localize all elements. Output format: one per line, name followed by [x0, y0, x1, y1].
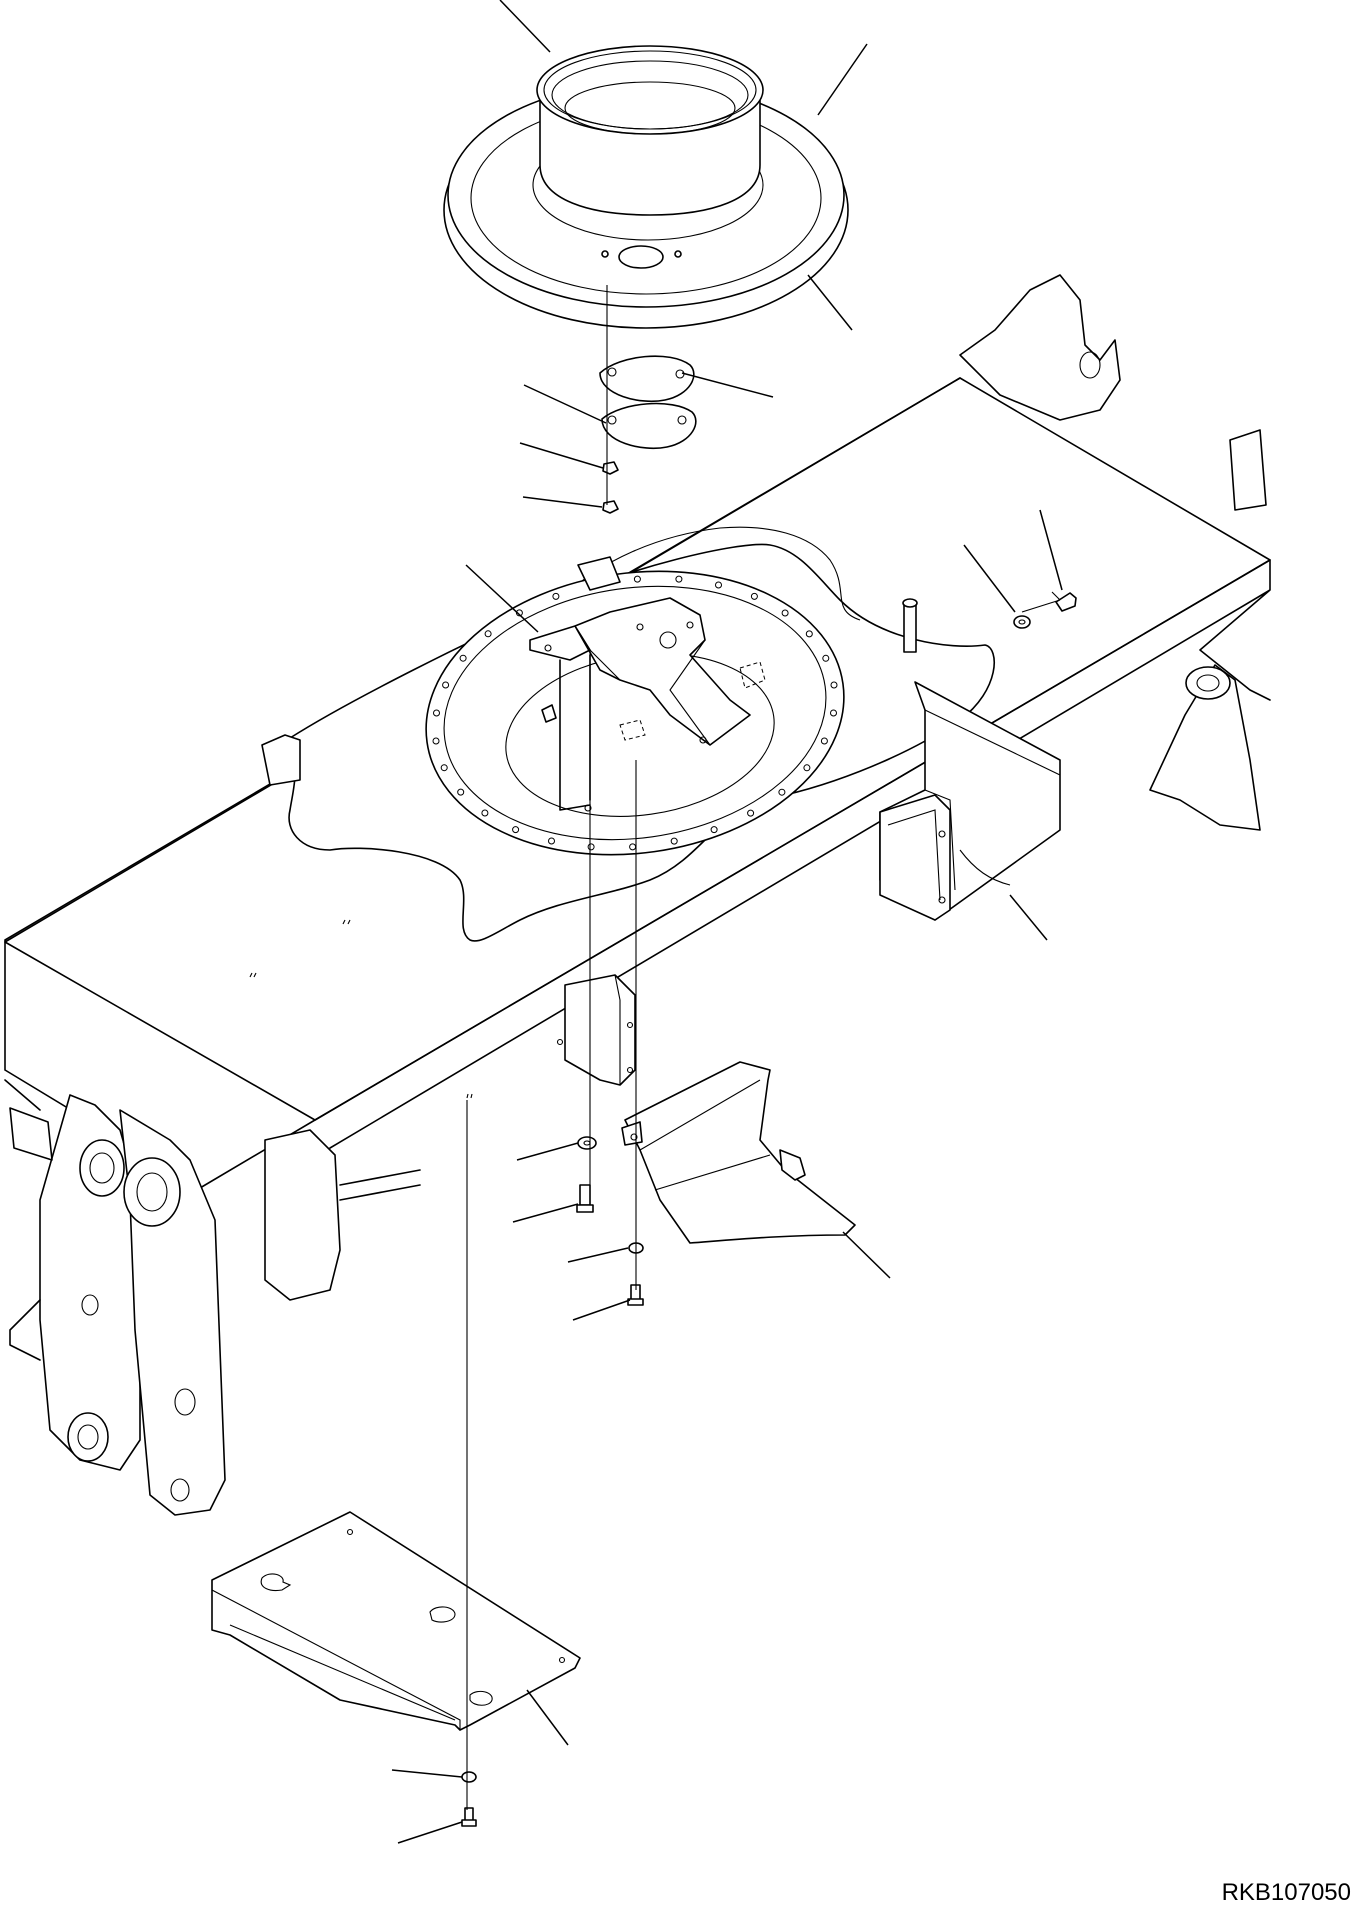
upper-left-bracket [262, 735, 300, 785]
bolt-mid-left [577, 1185, 593, 1212]
collar-seal-ring-2 [552, 61, 748, 129]
washer-mid-left [578, 1137, 596, 1149]
assembly-axis-lines [467, 285, 1060, 1810]
bolt-hole [433, 738, 439, 744]
center-plate-top-lobe [560, 527, 860, 620]
bolt-hole [458, 789, 464, 795]
right-rear-boss [1186, 667, 1230, 699]
gasket-plate-upper [600, 356, 694, 401]
deck-tick-marks [250, 920, 472, 1098]
mid-post-bracket [578, 557, 620, 590]
bolt-hole [804, 765, 810, 771]
cover-hole-right [675, 251, 681, 257]
sprocket-mount-hole [1080, 352, 1100, 378]
swivel-cover-assembly [444, 46, 848, 328]
washer-bottom [462, 1772, 476, 1782]
side-cover-flap [880, 795, 950, 920]
bolt-hole [716, 582, 722, 588]
bolt-hole [549, 838, 555, 844]
bolt-hole [821, 738, 827, 744]
side-cover-box [880, 682, 1060, 920]
bolt-hole [671, 838, 677, 844]
swing-circle-bolt-holes [433, 576, 837, 850]
bolt-hole [634, 576, 640, 582]
yoke-hole-2 [175, 1389, 195, 1415]
right-rear-boss-hole [1197, 675, 1219, 691]
collar-seal-outer [537, 46, 763, 134]
front-side-window [10, 1108, 52, 1160]
cover-hole-left [602, 251, 608, 257]
bolt-hole [831, 710, 837, 716]
bolt-hole [748, 810, 754, 816]
bolt-hole [711, 827, 717, 833]
bolt-hole [588, 844, 594, 850]
gasket-plate-lower [602, 404, 696, 449]
center-support-bracket [530, 598, 765, 811]
frame-right-beam [315, 560, 1270, 1148]
keyhole-slot-left [261, 1574, 290, 1591]
track-frame [5, 275, 1270, 1515]
under-cover-plate [212, 1512, 580, 1730]
swept-guard [622, 1062, 855, 1243]
yoke-lower-eye-hole [78, 1425, 98, 1449]
bolt-hole [482, 810, 488, 816]
yoke-hole-1 [82, 1295, 98, 1315]
bolt-hole [553, 593, 559, 599]
yoke-boss-left [80, 1140, 124, 1196]
yoke-boss-right-hole [137, 1173, 167, 1211]
yoke-lower-eye [68, 1413, 108, 1461]
bolt-hole [779, 789, 785, 795]
stud-post-top [903, 599, 917, 607]
drawing-code-label: RKB107050 [1221, 1879, 1351, 1906]
bolt-hole [630, 844, 636, 850]
support-bracket-body [530, 598, 750, 745]
bolt-hole [751, 593, 757, 599]
bolt-right-top [1052, 592, 1076, 611]
rear-cylinder-stub [1230, 430, 1266, 510]
bolt-mid-right [628, 1285, 643, 1305]
bolt-hole [460, 655, 466, 661]
bolt-hole [823, 655, 829, 661]
bolt-bottom [462, 1808, 476, 1826]
nut-upper [603, 462, 618, 474]
track-adjuster-bracket [265, 1130, 340, 1300]
bolt-hole [434, 710, 440, 716]
support-bracket-center-hole [660, 632, 676, 648]
yoke-hole-3 [171, 1479, 189, 1501]
nut-lower [603, 501, 618, 513]
bolt-hole [806, 631, 812, 637]
bolt-hole [513, 827, 519, 833]
bolt-hole [485, 631, 491, 637]
cover-bolt-boss [619, 246, 663, 268]
yoke-boss-right [124, 1158, 180, 1226]
bolt-hole [676, 576, 682, 582]
bolt-hole [441, 765, 447, 771]
bolt-hole [782, 610, 788, 616]
front-yoke-edge [5, 1080, 40, 1360]
callout-leader-lines [392, 0, 1062, 1843]
swing-circle-ring-inner [427, 562, 842, 863]
adjuster-rod [340, 1170, 420, 1200]
collar-seal-ring-3 [565, 82, 735, 134]
keyhole-slot-mid [430, 1607, 455, 1622]
yoke-boss-left-hole [90, 1153, 114, 1183]
stud-post [904, 603, 916, 652]
keyhole-slot-bottom [470, 1691, 492, 1705]
rear-sprocket-mount [960, 275, 1120, 420]
bolt-hole [831, 682, 837, 688]
clip-bracket [558, 975, 636, 1085]
washer-right-top [1014, 616, 1030, 628]
bolt-hole [443, 682, 449, 688]
